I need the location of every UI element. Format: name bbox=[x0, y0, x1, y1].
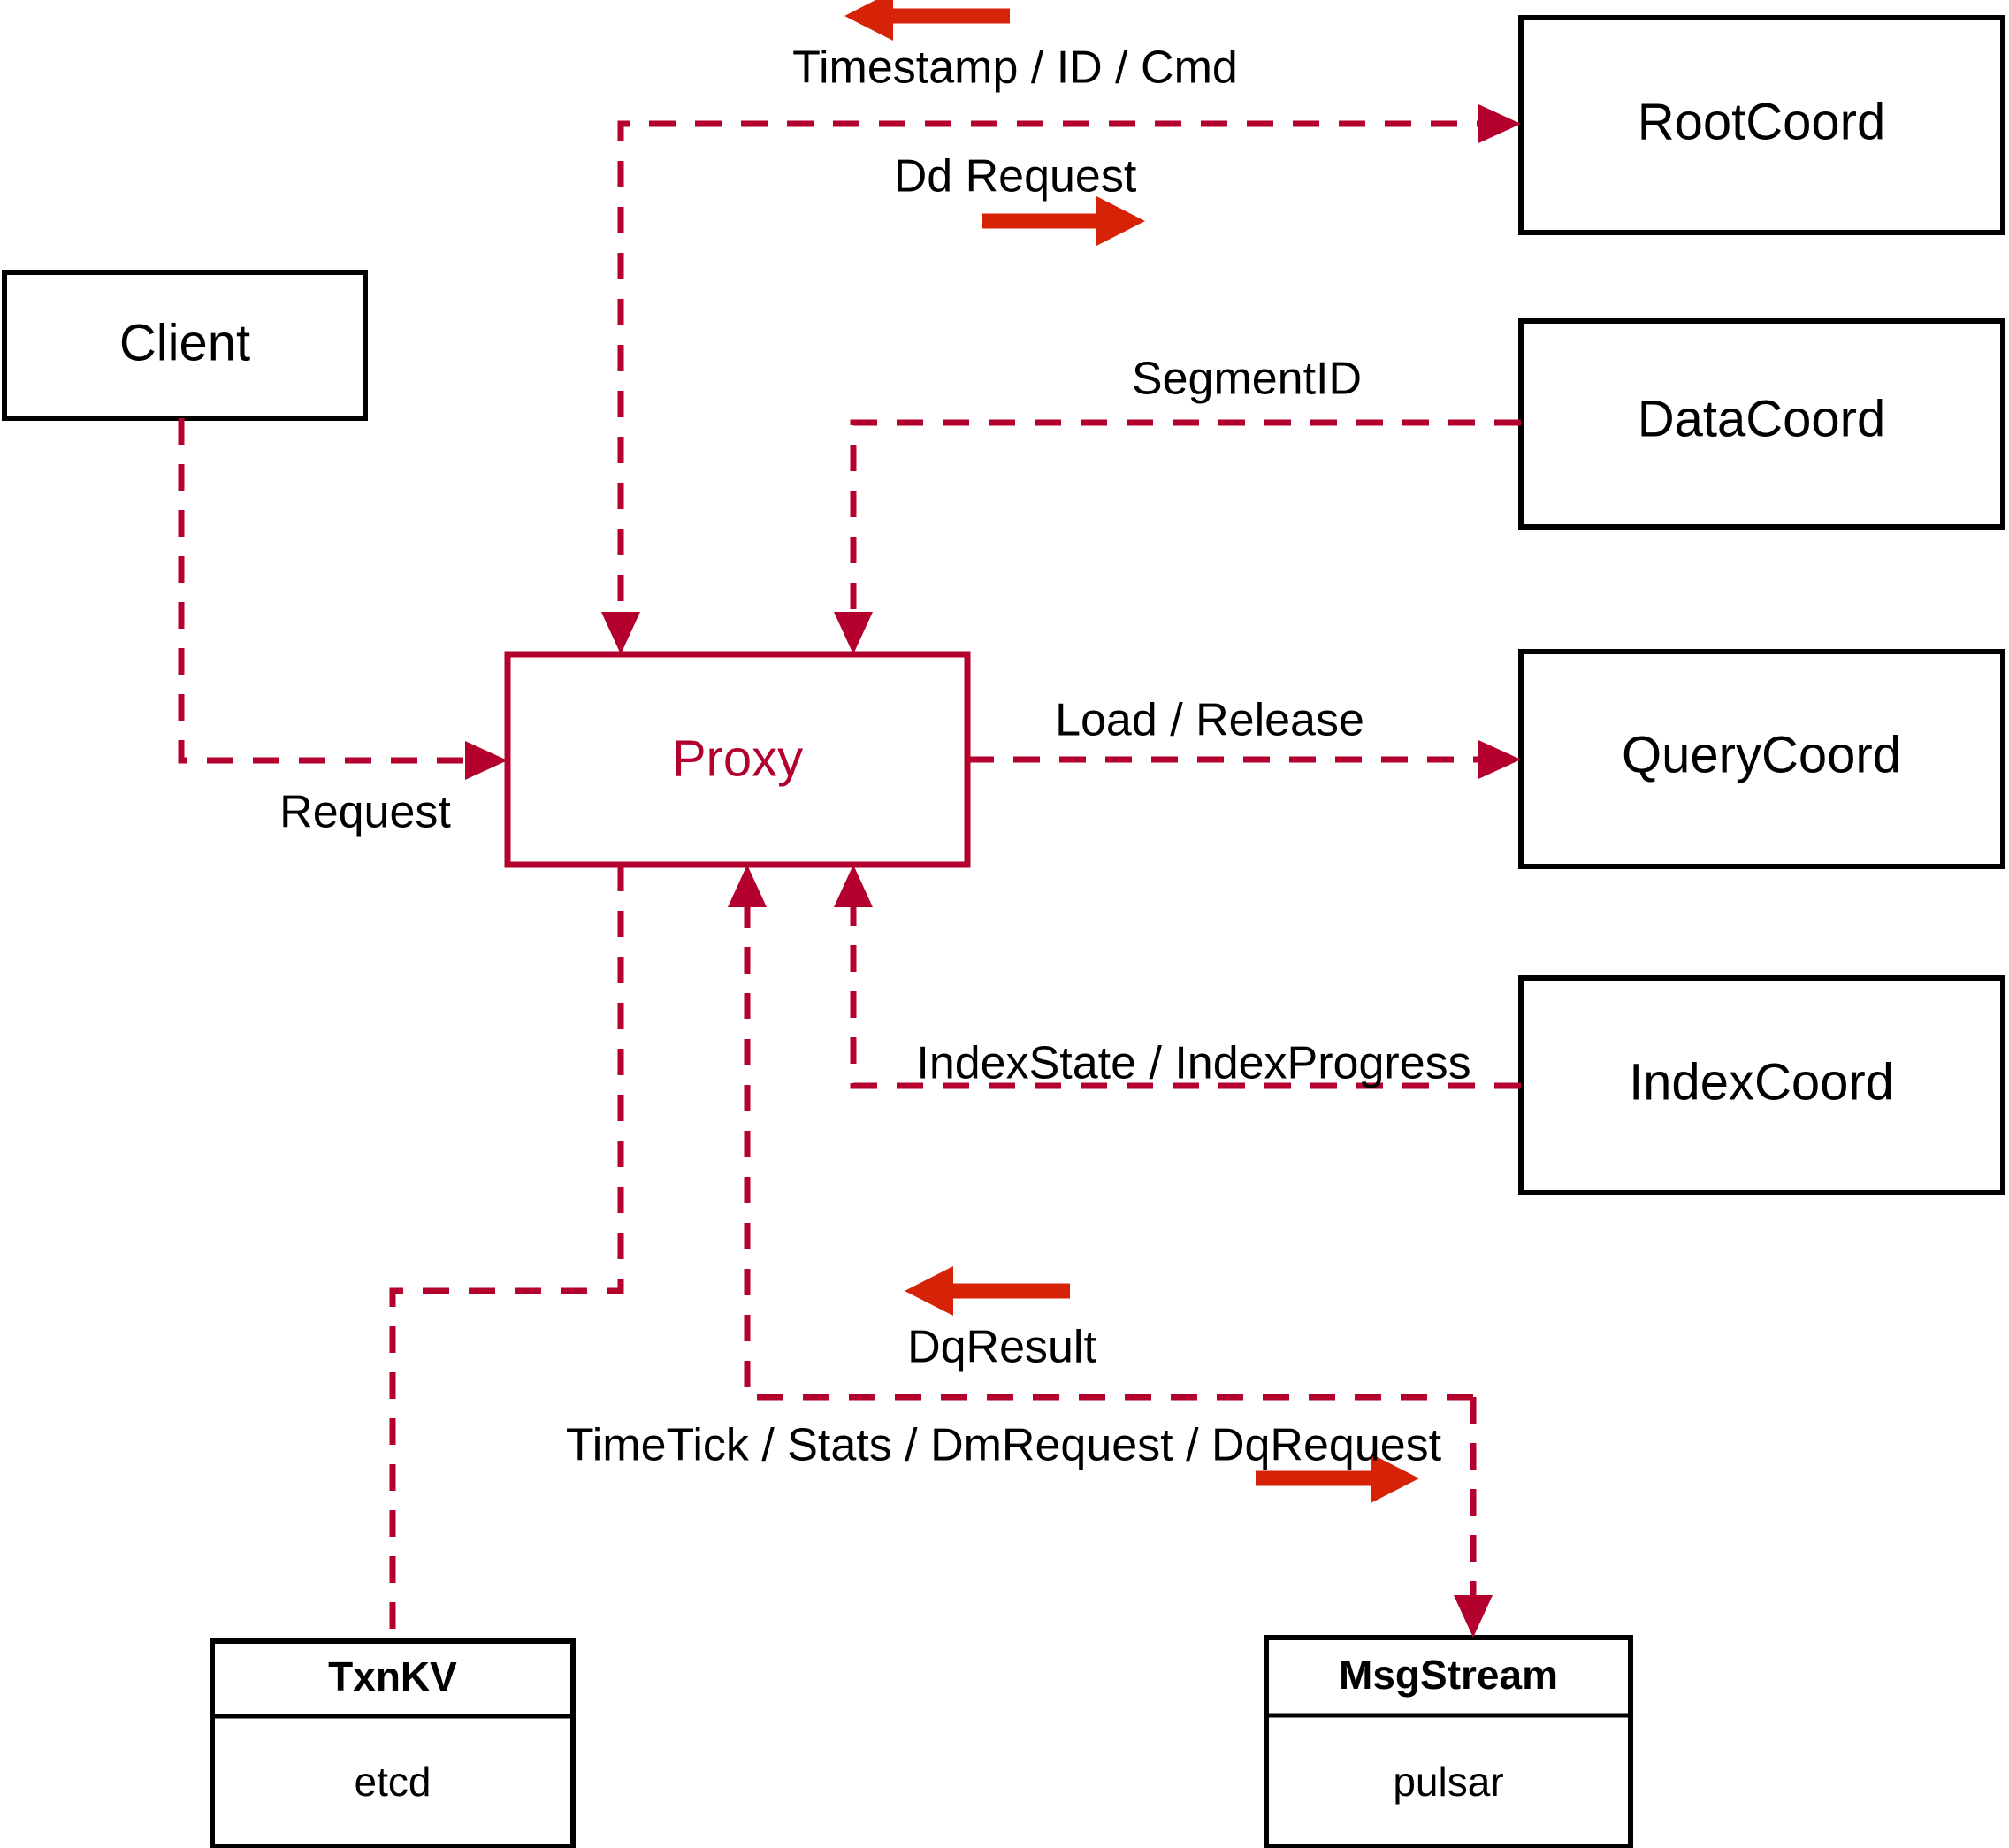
direction-arrow-timetick bbox=[1256, 1454, 1419, 1503]
node-index-coord[interactable]: IndexCoord bbox=[1518, 975, 2005, 1195]
client-box bbox=[2, 270, 368, 421]
edge-index-state-progress bbox=[834, 865, 1521, 1089]
edge-label-index-state-progress: IndexState / IndexProgress bbox=[916, 1038, 1470, 1089]
edge-load-release bbox=[967, 740, 1521, 779]
edge-label-segment-id: SegmentID bbox=[1132, 354, 1362, 405]
edge-label-timetick-stats: TimeTick / Stats / DmRequest / DqRequest bbox=[566, 1420, 1442, 1471]
edge-load-release-arrowhead bbox=[1478, 740, 1521, 779]
node-client[interactable]: Client bbox=[2, 270, 368, 421]
edge-segment-id-arrowhead bbox=[834, 612, 873, 654]
root-coord-box bbox=[1518, 15, 2005, 235]
query-coord-box bbox=[1518, 649, 2005, 869]
edge-label-dd-request: Dd Request bbox=[894, 151, 1137, 202]
edge-segment-id bbox=[834, 419, 1521, 654]
node-root-coord[interactable]: RootCoord bbox=[1518, 15, 2005, 235]
direction-arrow-timestamp-head bbox=[844, 0, 893, 41]
direction-arrow-dq-result-head bbox=[905, 1266, 953, 1316]
edge-request bbox=[178, 418, 508, 780]
node-query-coord[interactable]: QueryCoord bbox=[1518, 649, 2005, 869]
index-coord-box bbox=[1518, 975, 2005, 1195]
client-label: Client bbox=[119, 314, 250, 371]
direction-arrow-timestamp bbox=[844, 0, 1010, 41]
direction-arrow-dd-request bbox=[982, 196, 1145, 246]
query-coord-label: QueryCoord bbox=[1622, 726, 1901, 783]
direction-arrow-dq-result bbox=[905, 1266, 1070, 1316]
index-coord-label: IndexCoord bbox=[1629, 1053, 1894, 1111]
edge-request-arrowhead bbox=[465, 741, 508, 780]
edge-index-state-path bbox=[850, 890, 1521, 1089]
txnkv-impl: etcd bbox=[355, 1759, 432, 1805]
edge-ddrequest-arrowhead bbox=[1478, 104, 1521, 143]
edge-timestamp-arrowhead bbox=[601, 612, 640, 654]
txnkv-title: TxnKV bbox=[328, 1653, 457, 1699]
edge-label-timestamp-id-cmd: Timestamp / ID / Cmd bbox=[792, 42, 1238, 94]
data-coord-label: DataCoord bbox=[1638, 390, 1885, 447]
edge-index-state-arrowhead bbox=[834, 865, 873, 907]
edge-timetick-stats bbox=[1454, 1397, 1493, 1638]
direction-arrow-timetick-head bbox=[1371, 1454, 1419, 1503]
msgstream-impl: pulsar bbox=[1393, 1759, 1503, 1805]
edge-label-dq-result: DqResult bbox=[907, 1322, 1096, 1373]
edge-dq-result-arrowhead bbox=[728, 865, 767, 907]
node-proxy[interactable]: Proxy bbox=[504, 651, 971, 868]
edge-request-path bbox=[178, 418, 485, 764]
proxy-label: Proxy bbox=[672, 729, 803, 787]
direction-arrow-dd-request-head bbox=[1096, 196, 1145, 246]
msgstream-title: MsgStream bbox=[1339, 1652, 1558, 1698]
edge-segment-id-path bbox=[850, 419, 1521, 630]
data-coord-box bbox=[1518, 318, 2005, 530]
edge-timetick-arrowhead bbox=[1454, 1595, 1493, 1638]
edge-dq-result-path bbox=[744, 890, 1473, 1401]
node-msgstream[interactable]: MsgStream pulsar bbox=[1264, 1635, 1633, 1848]
msgstream-box bbox=[1264, 1635, 1633, 1848]
edge-label-load-release: Load / Release bbox=[1055, 695, 1364, 746]
edge-timestamp-path bbox=[617, 120, 1503, 630]
edge-proxy-txnkv-path bbox=[389, 865, 624, 1641]
edge-proxy-txnkv bbox=[389, 865, 624, 1641]
edge-label-request: Request bbox=[279, 787, 451, 838]
edge-dq-result bbox=[728, 865, 1473, 1401]
txnkv-box bbox=[210, 1638, 576, 1848]
root-coord-label: RootCoord bbox=[1638, 93, 1885, 150]
proxy-box bbox=[504, 651, 971, 868]
edge-timestamp-id-cmd bbox=[601, 104, 1521, 654]
node-txnkv[interactable]: TxnKV etcd bbox=[210, 1638, 576, 1848]
node-data-coord[interactable]: DataCoord bbox=[1518, 318, 2005, 530]
